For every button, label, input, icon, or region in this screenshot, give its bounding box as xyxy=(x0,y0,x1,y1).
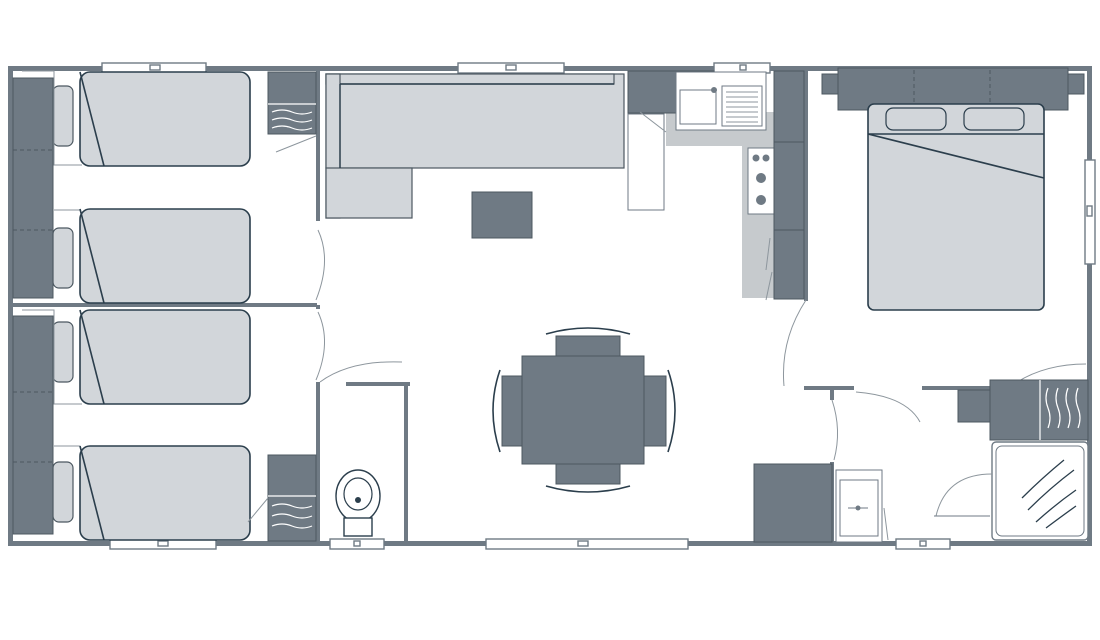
drawer-unit-lower xyxy=(267,454,317,542)
window-bottom-living xyxy=(485,538,689,550)
windows xyxy=(101,62,1096,550)
shower-room xyxy=(831,379,1089,543)
toilet-room xyxy=(319,361,403,537)
chair-top xyxy=(545,327,631,357)
bunk-room-lower xyxy=(12,309,326,542)
window-right-bedroom xyxy=(1084,159,1096,265)
single-bed-1 xyxy=(79,71,251,167)
corner-sofa xyxy=(325,73,625,219)
double-bed xyxy=(867,103,1045,311)
living-room xyxy=(325,73,833,543)
hob xyxy=(747,147,775,215)
tall-cabinet xyxy=(773,70,805,300)
living-cabinet xyxy=(753,463,833,543)
dining-set xyxy=(492,327,676,493)
dining-table xyxy=(521,355,645,465)
master-bedroom xyxy=(783,67,1087,387)
bathroom-cabinet-small xyxy=(957,389,991,423)
wardrobe-upper xyxy=(12,77,54,299)
wardrobe-master xyxy=(821,67,1085,111)
bunk-room-upper xyxy=(12,70,326,304)
coffee-table xyxy=(471,191,533,239)
toilet xyxy=(335,469,381,537)
window-top-living xyxy=(457,62,565,74)
washbasin xyxy=(835,469,883,543)
shower-tray xyxy=(991,441,1089,541)
single-bed-4 xyxy=(79,445,251,541)
bathroom-drawer-unit xyxy=(989,379,1089,441)
chair-bottom xyxy=(545,463,631,493)
fridge xyxy=(627,113,665,211)
sink-unit xyxy=(675,71,767,131)
kitchen xyxy=(627,70,805,301)
drawer-unit-upper xyxy=(267,71,317,135)
single-bed-2 xyxy=(79,208,251,304)
single-bed-3 xyxy=(79,309,251,405)
wardrobe-lower xyxy=(12,315,54,535)
window-bottom-shower xyxy=(895,538,951,550)
chair-left xyxy=(492,369,523,453)
chair-right xyxy=(643,369,676,453)
window-bottom-toilet xyxy=(329,538,385,550)
